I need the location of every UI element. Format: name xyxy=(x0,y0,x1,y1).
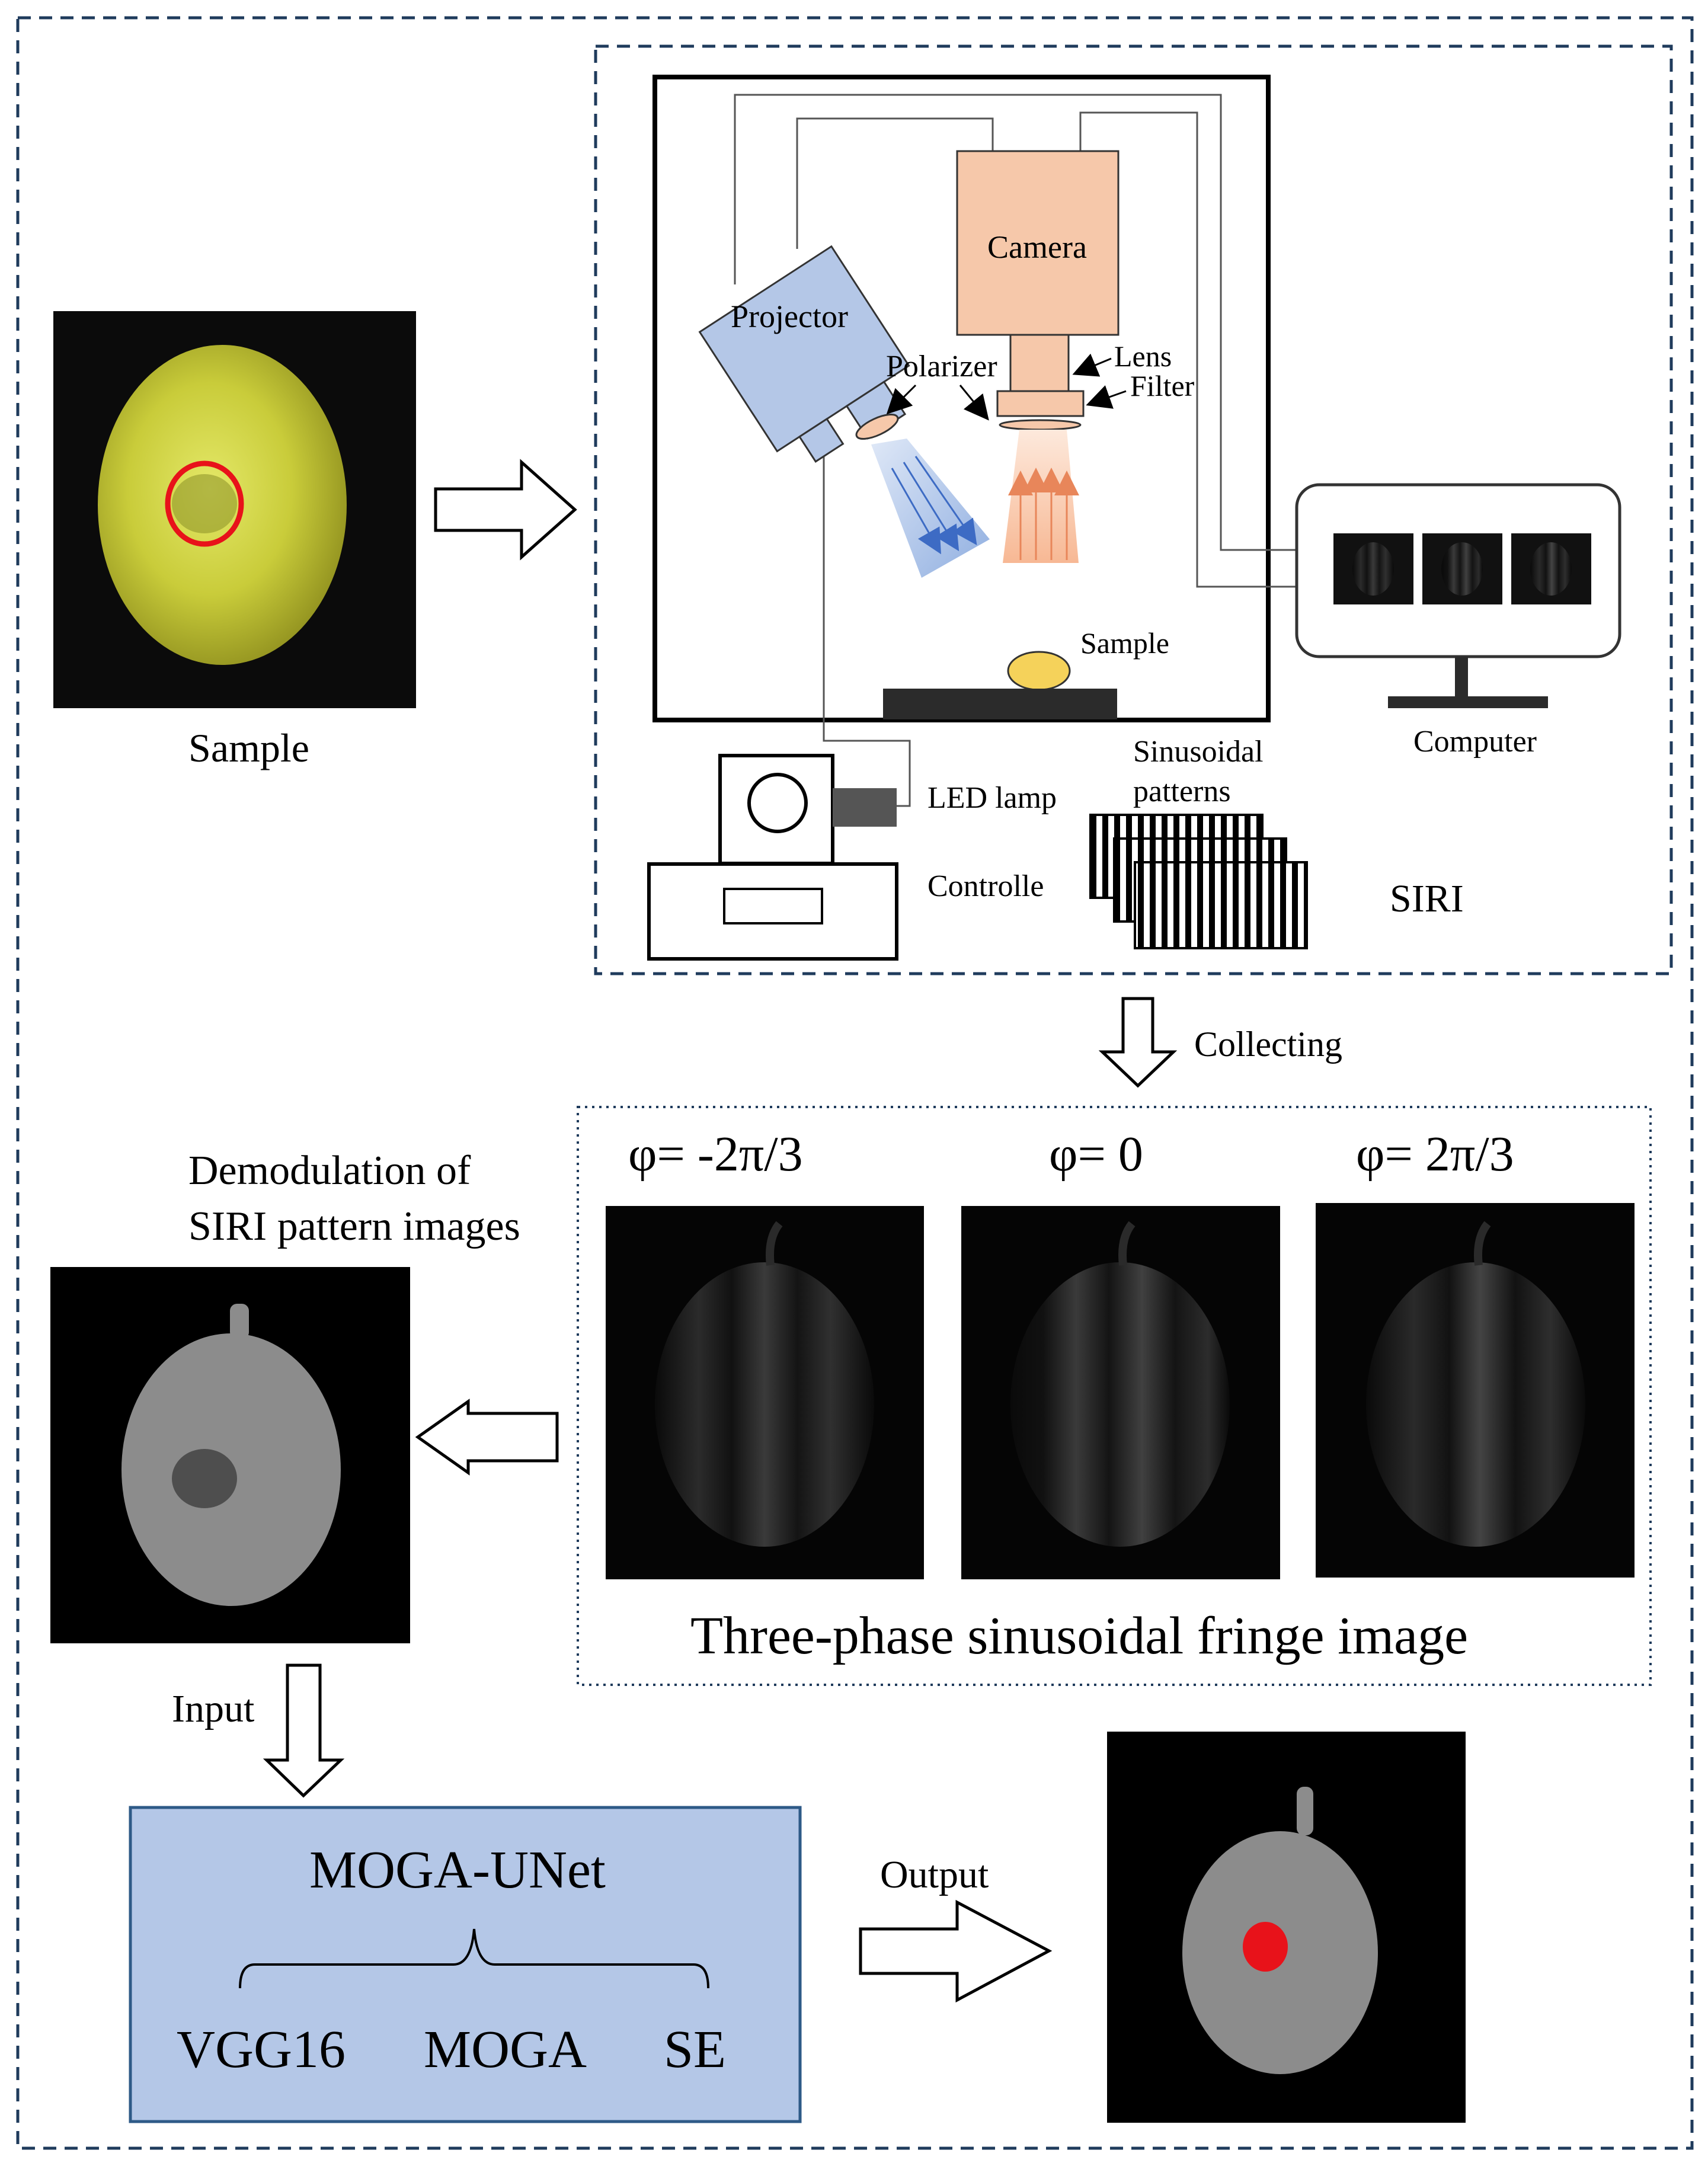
enclosure-box xyxy=(653,75,1271,722)
wires xyxy=(734,94,1333,807)
phase-label-1: φ= -2π/3 xyxy=(628,1127,803,1182)
component-vgg16: VGG16 xyxy=(177,2020,346,2079)
sinusoidal-label-2: patterns xyxy=(1133,775,1231,808)
fringe-image-2 xyxy=(961,1206,1280,1579)
fringe-image-3 xyxy=(1316,1203,1635,1578)
arrow-input xyxy=(263,1663,345,1798)
led-lamp-label: LED lamp xyxy=(927,781,1057,815)
controller-label: Controlle xyxy=(927,869,1044,903)
output-label: Output xyxy=(880,1853,989,1896)
sample-label: Sample xyxy=(188,725,309,770)
sample-stage xyxy=(883,689,1117,719)
arrow-to-demodulation xyxy=(415,1399,559,1476)
filter-label: Filter xyxy=(1130,369,1195,402)
stage-sample xyxy=(1007,651,1071,691)
output-image xyxy=(1107,1732,1466,2123)
computer-label: Computer xyxy=(1413,725,1537,759)
filter-body xyxy=(996,390,1085,417)
sinusoidal-label-1: Sinusoidal xyxy=(1133,735,1264,769)
lens-body xyxy=(1009,334,1070,392)
defect-overlay xyxy=(1243,1922,1288,1972)
phase-label-3: φ= 2π/3 xyxy=(1356,1127,1514,1182)
collecting-label: Collecting xyxy=(1194,1025,1342,1064)
component-moga: MOGA xyxy=(424,2020,587,2079)
siri-setup-frame xyxy=(594,44,1673,975)
model-brace xyxy=(239,1928,709,1989)
controller xyxy=(647,862,898,961)
sample-photo xyxy=(53,311,416,708)
model-name: MOGA-UNet xyxy=(309,1841,606,1899)
phase-label-2: φ= 0 xyxy=(1049,1127,1143,1182)
arrow-sample-to-setup xyxy=(434,459,577,561)
input-label: Input xyxy=(172,1687,254,1730)
demodulation-line-1: Demodulation of xyxy=(188,1148,471,1194)
led-lamp xyxy=(718,754,897,865)
projector-label: Projector xyxy=(731,299,848,334)
computer xyxy=(1295,483,1621,708)
lens-label: Lens xyxy=(1114,340,1172,373)
fringe-image-1 xyxy=(606,1206,924,1579)
three-phase-caption: Three-phase sinusoidal fringe image xyxy=(690,1607,1468,1665)
arrow-output xyxy=(859,1899,1053,2003)
demodulated-image xyxy=(50,1267,410,1643)
sinusoidal-pattern-stack xyxy=(1089,814,1308,949)
polarizer-label: Polarizer xyxy=(886,350,997,383)
demodulation-line-2: SIRI pattern images xyxy=(188,1204,520,1249)
projection-beam xyxy=(871,439,990,578)
outer-dashed-frame xyxy=(16,16,1694,2150)
projector-polarizer xyxy=(855,414,899,440)
camera-box xyxy=(956,150,1120,336)
stage-sample-label: Sample xyxy=(1080,626,1169,660)
arrow-collecting xyxy=(1098,997,1178,1088)
camera-polarizer xyxy=(999,419,1082,431)
defect-circle xyxy=(165,460,244,547)
camera-label: Camera xyxy=(987,229,1087,265)
component-se: SE xyxy=(664,2020,726,2079)
siri-title: SIRI xyxy=(1390,877,1464,920)
reflection-beam xyxy=(1003,430,1079,563)
